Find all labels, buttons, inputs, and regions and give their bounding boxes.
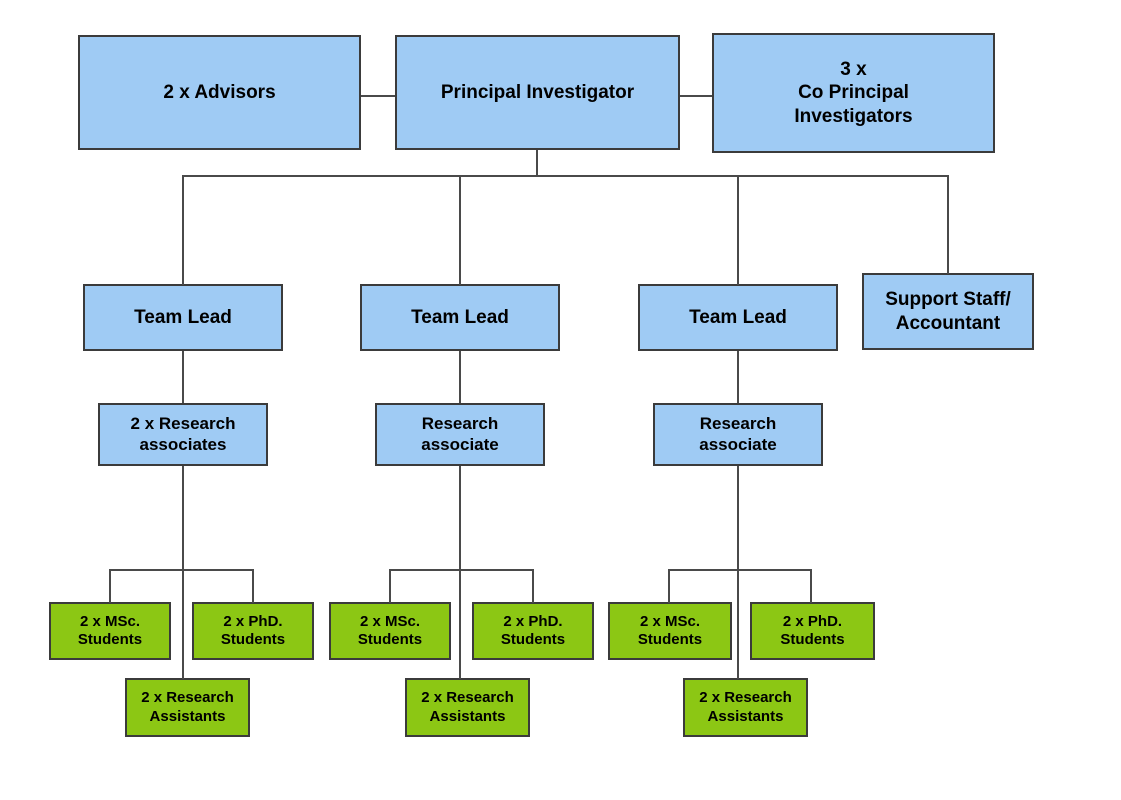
connector-cluster2-msc-drop <box>389 569 391 603</box>
node-msc-students-2: 2 x MSc. Students <box>329 602 451 660</box>
connector-drop-team-lead-2 <box>459 175 461 285</box>
node-team-lead-2: Team Lead <box>360 284 560 351</box>
connector-drop-support-staff <box>947 175 949 274</box>
connector-cluster2-rail <box>389 569 533 571</box>
node-co-principal-investigators: 3 x Co Principal Investigators <box>712 33 995 153</box>
node-msc-students-1: 2 x MSc. Students <box>49 602 171 660</box>
connector-cluster3-rail <box>668 569 811 571</box>
node-research-associate-2: Research associate <box>375 403 545 466</box>
node-research-associate-3: Research associate <box>653 403 823 466</box>
connector-ra3-cluster <box>737 466 739 679</box>
connector-pi-down <box>536 150 538 177</box>
node-advisors: 2 x Advisors <box>78 35 361 150</box>
node-research-assistants-2: 2 x Research Assistants <box>405 678 530 737</box>
connector-main-rail <box>182 175 948 177</box>
connector-cluster2-phd-drop <box>532 569 534 603</box>
connector-drop-team-lead-3 <box>737 175 739 285</box>
node-team-lead-1: Team Lead <box>83 284 283 351</box>
connector-advisors-pi <box>361 95 395 97</box>
node-phd-students-1: 2 x PhD. Students <box>192 602 314 660</box>
connector-drop-team-lead-1 <box>182 175 184 285</box>
connector-cluster1-phd-drop <box>252 569 254 603</box>
connector-ra1-cluster <box>182 466 184 679</box>
connector-cluster1-msc-drop <box>109 569 111 603</box>
node-msc-students-3: 2 x MSc. Students <box>608 602 732 660</box>
connector-tl2-ra2 <box>459 351 461 403</box>
node-support-staff-accountant: Support Staff/ Accountant <box>862 273 1034 350</box>
connector-cluster1-rail <box>109 569 253 571</box>
node-phd-students-3: 2 x PhD. Students <box>750 602 875 660</box>
connector-cluster3-msc-drop <box>668 569 670 603</box>
node-research-associates-1: 2 x Research associates <box>98 403 268 466</box>
connector-tl1-ra1 <box>182 351 184 403</box>
node-phd-students-2: 2 x PhD. Students <box>472 602 594 660</box>
node-principal-investigator: Principal Investigator <box>395 35 680 150</box>
connector-pi-copi <box>680 95 712 97</box>
node-research-assistants-3: 2 x Research Assistants <box>683 678 808 737</box>
connector-tl3-ra3 <box>737 351 739 403</box>
node-team-lead-3: Team Lead <box>638 284 838 351</box>
node-research-assistants-1: 2 x Research Assistants <box>125 678 250 737</box>
connector-ra2-cluster <box>459 466 461 679</box>
connector-cluster3-phd-drop <box>810 569 812 603</box>
